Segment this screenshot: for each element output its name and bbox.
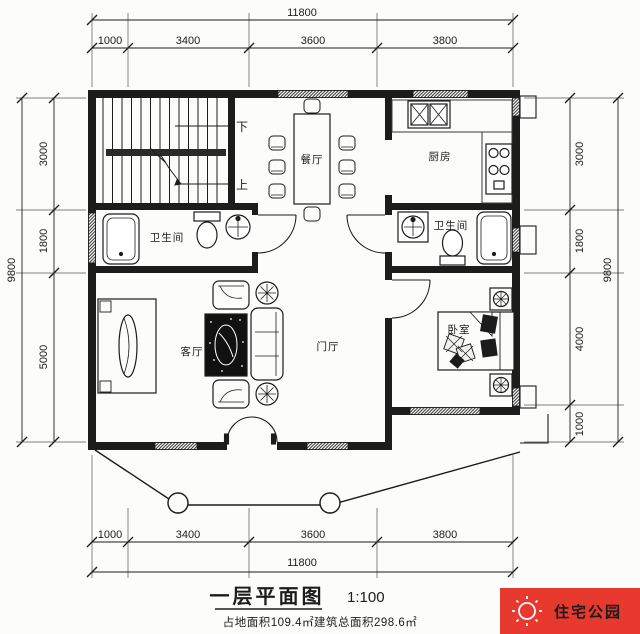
foyer-label: 门厅: [317, 340, 340, 353]
sofa: [250, 307, 284, 381]
window-right-bedroom: [512, 387, 520, 407]
dim-bottom-seg-2: 3400: [176, 529, 200, 541]
dim-bottom-seg-1: 1000: [98, 529, 122, 541]
door-bathroom-left: [257, 214, 297, 254]
stair-direction-arrow: [149, 147, 182, 185]
sun-icon: [512, 596, 542, 626]
dim-bottom-seg-3: 3600: [301, 529, 325, 541]
window-top-kitchen: [412, 90, 469, 98]
side-table-bottom: [255, 382, 279, 406]
living-room: 客厅: [97, 280, 284, 409]
bathroom-right: 卫生间: [397, 211, 512, 266]
dim-right-total: 9800: [602, 258, 614, 282]
living-room-label: 客厅: [181, 345, 204, 358]
staircase: 下 上: [102, 97, 248, 203]
dim-top-seg-2: 3400: [176, 35, 200, 47]
bed-ornament: [443, 333, 476, 369]
drawing-title: 一层平面图: [210, 585, 325, 608]
coffee-table: [204, 313, 248, 377]
dining-table: [293, 113, 331, 205]
window-top-dining: [277, 90, 349, 98]
porch-column: [167, 492, 189, 514]
window-left-bathroom: [88, 212, 96, 264]
dim-right-seg-3: 4000: [574, 327, 586, 351]
dim-left-seg-2: 1800: [38, 229, 50, 253]
bathtub-left: [102, 213, 140, 265]
dining-room-label: 餐厅: [301, 153, 324, 166]
bathroom-right-label: 卫生间: [434, 219, 469, 232]
dim-bottom-seg-4: 3800: [433, 529, 457, 541]
bathtub-right: [476, 211, 512, 265]
door-bathroom-right: [346, 214, 386, 254]
bedroom-label: 卧室: [448, 323, 471, 336]
tv-cabinet: [97, 298, 157, 394]
toilet-right: [439, 229, 466, 266]
window-bottom-bedroom: [409, 407, 481, 415]
door-main-entrance: [223, 416, 278, 445]
porch-column: [319, 492, 341, 514]
washbasin-right: [397, 211, 429, 243]
kitchen: 厨房: [391, 99, 513, 204]
dim-right-seg-4: 1000: [574, 412, 586, 436]
doors: [223, 214, 431, 445]
dim-right-seg-1: 3000: [574, 142, 586, 166]
dim-right-seg-2: 1800: [574, 229, 586, 253]
stair-handrail: [106, 149, 226, 156]
kitchen-counter-top: [391, 99, 513, 133]
dim-top-total: 11800: [287, 7, 317, 19]
dining-chairs: [268, 98, 356, 222]
kitchen-label: 厨房: [429, 150, 452, 163]
windows: [88, 90, 520, 450]
window-bottom-living: [154, 442, 198, 450]
stair-up-label: 上: [236, 178, 248, 192]
dim-left-seg-1: 3000: [38, 142, 50, 166]
stair-down-label: 下: [236, 120, 248, 134]
door-bedroom: [391, 279, 431, 319]
dimension-labels: 11800 1000 3400 3600 3800 1000 3400 3600…: [6, 7, 614, 569]
window-right-bathroom: [512, 227, 520, 253]
window-sills: [519, 95, 537, 409]
area-note: 占地面积109.4㎡建筑总面积298.6㎡: [223, 615, 418, 629]
watermark-text: 住宅公园: [554, 603, 622, 621]
kitchen-sink: [407, 100, 451, 129]
bed: [437, 311, 515, 371]
dim-top-seg-3: 3600: [301, 35, 325, 47]
drawing-scale: 1:100: [347, 589, 385, 606]
tv: [118, 314, 138, 378]
side-table-top: [255, 281, 279, 305]
nightstand-top: [489, 287, 513, 311]
window-bottom-foyer: [306, 442, 349, 450]
window-right-kitchen: [512, 97, 520, 117]
title-block: 一层平面图 1:100 占地面积109.4㎡建筑总面积298.6㎡: [210, 585, 418, 629]
bedroom: 卧室: [437, 287, 515, 397]
dimension-lines: [21, 19, 619, 573]
kitchen-stove: [485, 143, 513, 195]
dining-room: 餐厅: [268, 98, 356, 222]
bathroom-left-label: 卫生间: [150, 231, 185, 244]
dim-left-seg-3: 5000: [38, 345, 50, 369]
armchair-bottom: [212, 379, 250, 409]
dim-bottom-total: 11800: [287, 557, 317, 569]
dim-top-seg-4: 3800: [433, 35, 457, 47]
nightstand-bottom: [489, 373, 513, 397]
toilet-left: [193, 211, 221, 249]
dim-left-total: 9800: [6, 258, 18, 282]
bathroom-left: 卫生间: [102, 211, 251, 265]
dim-top-seg-1: 1000: [98, 35, 122, 47]
dimension-ticks: [16, 14, 624, 578]
dimension-extension-lines: [16, 13, 624, 578]
washbasin-left: [225, 214, 251, 240]
watermark-badge: 住宅公园: [500, 588, 640, 634]
armchair-top: [212, 280, 250, 310]
entrance-porch: [94, 414, 549, 514]
